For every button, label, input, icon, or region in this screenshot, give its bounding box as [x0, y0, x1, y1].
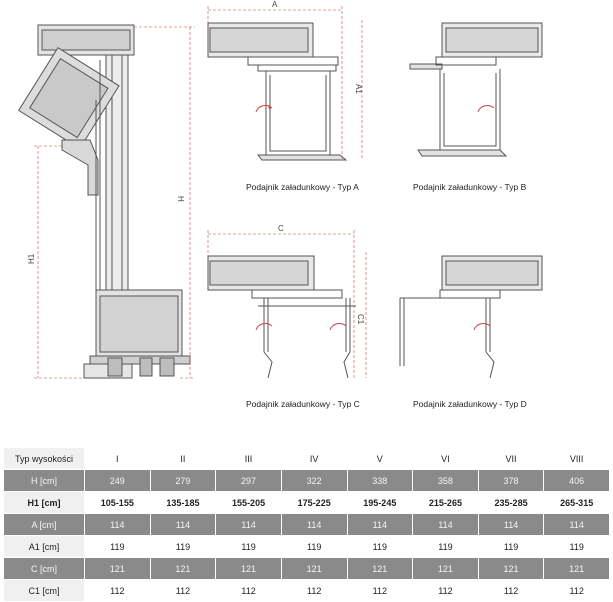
table-row: C [cm] 121 121 121 121 121 121 121 121 — [4, 557, 610, 580]
table-row: A [cm] 114 114 114 114 114 114 114 114 — [4, 513, 610, 536]
label-a1: A1 — [354, 84, 363, 94]
row-label: H1 [cm] — [4, 491, 85, 514]
table-cell: 249 — [84, 469, 151, 492]
table-row: C1 [cm] 112 112 112 112 112 112 112 112 — [4, 579, 610, 602]
column-header: IV — [280, 447, 348, 470]
column-header: VI — [412, 447, 479, 470]
feeder-type-d — [399, 255, 543, 379]
label-c: C — [278, 224, 284, 233]
technical-drawing: H H1 A A1 — [18, 0, 543, 380]
table-cell: 114 — [84, 513, 151, 536]
table-cell: 112 — [543, 579, 610, 602]
column-header: III — [215, 447, 282, 470]
table-cell: 119 — [280, 535, 348, 558]
table-cell: 121 — [543, 557, 610, 580]
machine-side-view — [18, 24, 191, 379]
specification-table: Typ wysokości I II III IV V VI VII VIII … — [4, 447, 610, 602]
table-cell: 112 — [149, 579, 217, 602]
table-header-row: Typ wysokości I II III IV V VI VII VIII — [4, 447, 610, 470]
table-cell: 112 — [280, 579, 348, 602]
dimension-a — [207, 6, 343, 161]
table-cell: 114 — [412, 513, 479, 536]
table-cell: 279 — [149, 469, 217, 492]
table-cell: 119 — [412, 535, 479, 558]
table-cell: 114 — [149, 513, 217, 536]
feeder-type-b — [409, 22, 543, 157]
table-cell: 114 — [543, 513, 610, 536]
table-cell: 358 — [412, 469, 479, 492]
table-cell: 235-285 — [477, 491, 545, 514]
table-cell: 119 — [543, 535, 610, 558]
row-label: A [cm] — [4, 513, 85, 536]
table-cell: 112 — [477, 579, 545, 602]
column-header: II — [149, 447, 217, 470]
table-cell: 112 — [346, 579, 414, 602]
caption-type-a: Podajnik załadunkowy - Typ A — [246, 182, 359, 192]
row-label: A1 [cm] — [4, 535, 85, 558]
table-cell: 121 — [149, 557, 217, 580]
column-header: I — [84, 447, 151, 470]
table-cell: 121 — [346, 557, 414, 580]
table-cell: 322 — [280, 469, 348, 492]
table-cell: 121 — [84, 557, 151, 580]
table-cell: 121 — [215, 557, 282, 580]
label-h1: H1 — [27, 253, 36, 264]
table-cell: 119 — [477, 535, 545, 558]
table-cell: 112 — [215, 579, 282, 602]
table-cell: 112 — [412, 579, 479, 602]
label-h: H — [176, 196, 185, 202]
table-cell: 195-245 — [346, 491, 414, 514]
dimension-h1 — [34, 145, 84, 379]
table-row: H1 [cm] 105-155 135-185 155-205 175-225 … — [4, 491, 610, 514]
row-label: H [cm] — [4, 469, 85, 492]
label-c1: C1 — [356, 314, 365, 325]
table-cell: 114 — [477, 513, 545, 536]
table-row: A1 [cm] 119 119 119 119 119 119 119 119 — [4, 535, 610, 558]
table-cell: 119 — [84, 535, 151, 558]
table-cell: 265-315 — [543, 491, 610, 514]
column-header: VII — [477, 447, 545, 470]
table-cell: 112 — [84, 579, 151, 602]
table-cell: 114 — [346, 513, 414, 536]
table-cell: 119 — [215, 535, 282, 558]
table-header-label: Typ wysokości — [4, 447, 85, 470]
row-label: C1 [cm] — [4, 579, 85, 602]
table-cell: 121 — [280, 557, 348, 580]
table-row: H [cm] 249 279 297 322 338 358 378 406 — [4, 469, 610, 492]
caption-type-d: Podajnik załadunkowy - Typ D — [413, 399, 527, 409]
caption-type-b: Podajnik załadunkowy - Typ B — [413, 182, 527, 192]
table-cell: 121 — [477, 557, 545, 580]
table-cell: 119 — [149, 535, 217, 558]
table-cell: 215-265 — [412, 491, 479, 514]
table-cell: 114 — [215, 513, 282, 536]
table-cell: 155-205 — [215, 491, 282, 514]
table-cell: 338 — [346, 469, 414, 492]
table-cell: 175-225 — [280, 491, 348, 514]
column-header: VIII — [543, 447, 610, 470]
table-cell: 406 — [543, 469, 610, 492]
row-label: C [cm] — [4, 557, 85, 580]
table-cell: 297 — [215, 469, 282, 492]
table-cell: 114 — [280, 513, 348, 536]
table-cell: 378 — [477, 469, 545, 492]
dimension-c — [207, 230, 355, 380]
column-header: V — [346, 447, 414, 470]
feeder-type-a — [207, 22, 348, 161]
caption-type-c: Podajnik załadunkowy - Typ C — [246, 399, 360, 409]
dimension-h — [134, 26, 195, 379]
table-cell: 121 — [412, 557, 479, 580]
feeder-type-c — [207, 255, 356, 379]
table-cell: 135-185 — [149, 491, 217, 514]
label-a: A — [272, 0, 278, 9]
table-cell: 105-155 — [84, 491, 151, 514]
table-cell: 119 — [346, 535, 414, 558]
